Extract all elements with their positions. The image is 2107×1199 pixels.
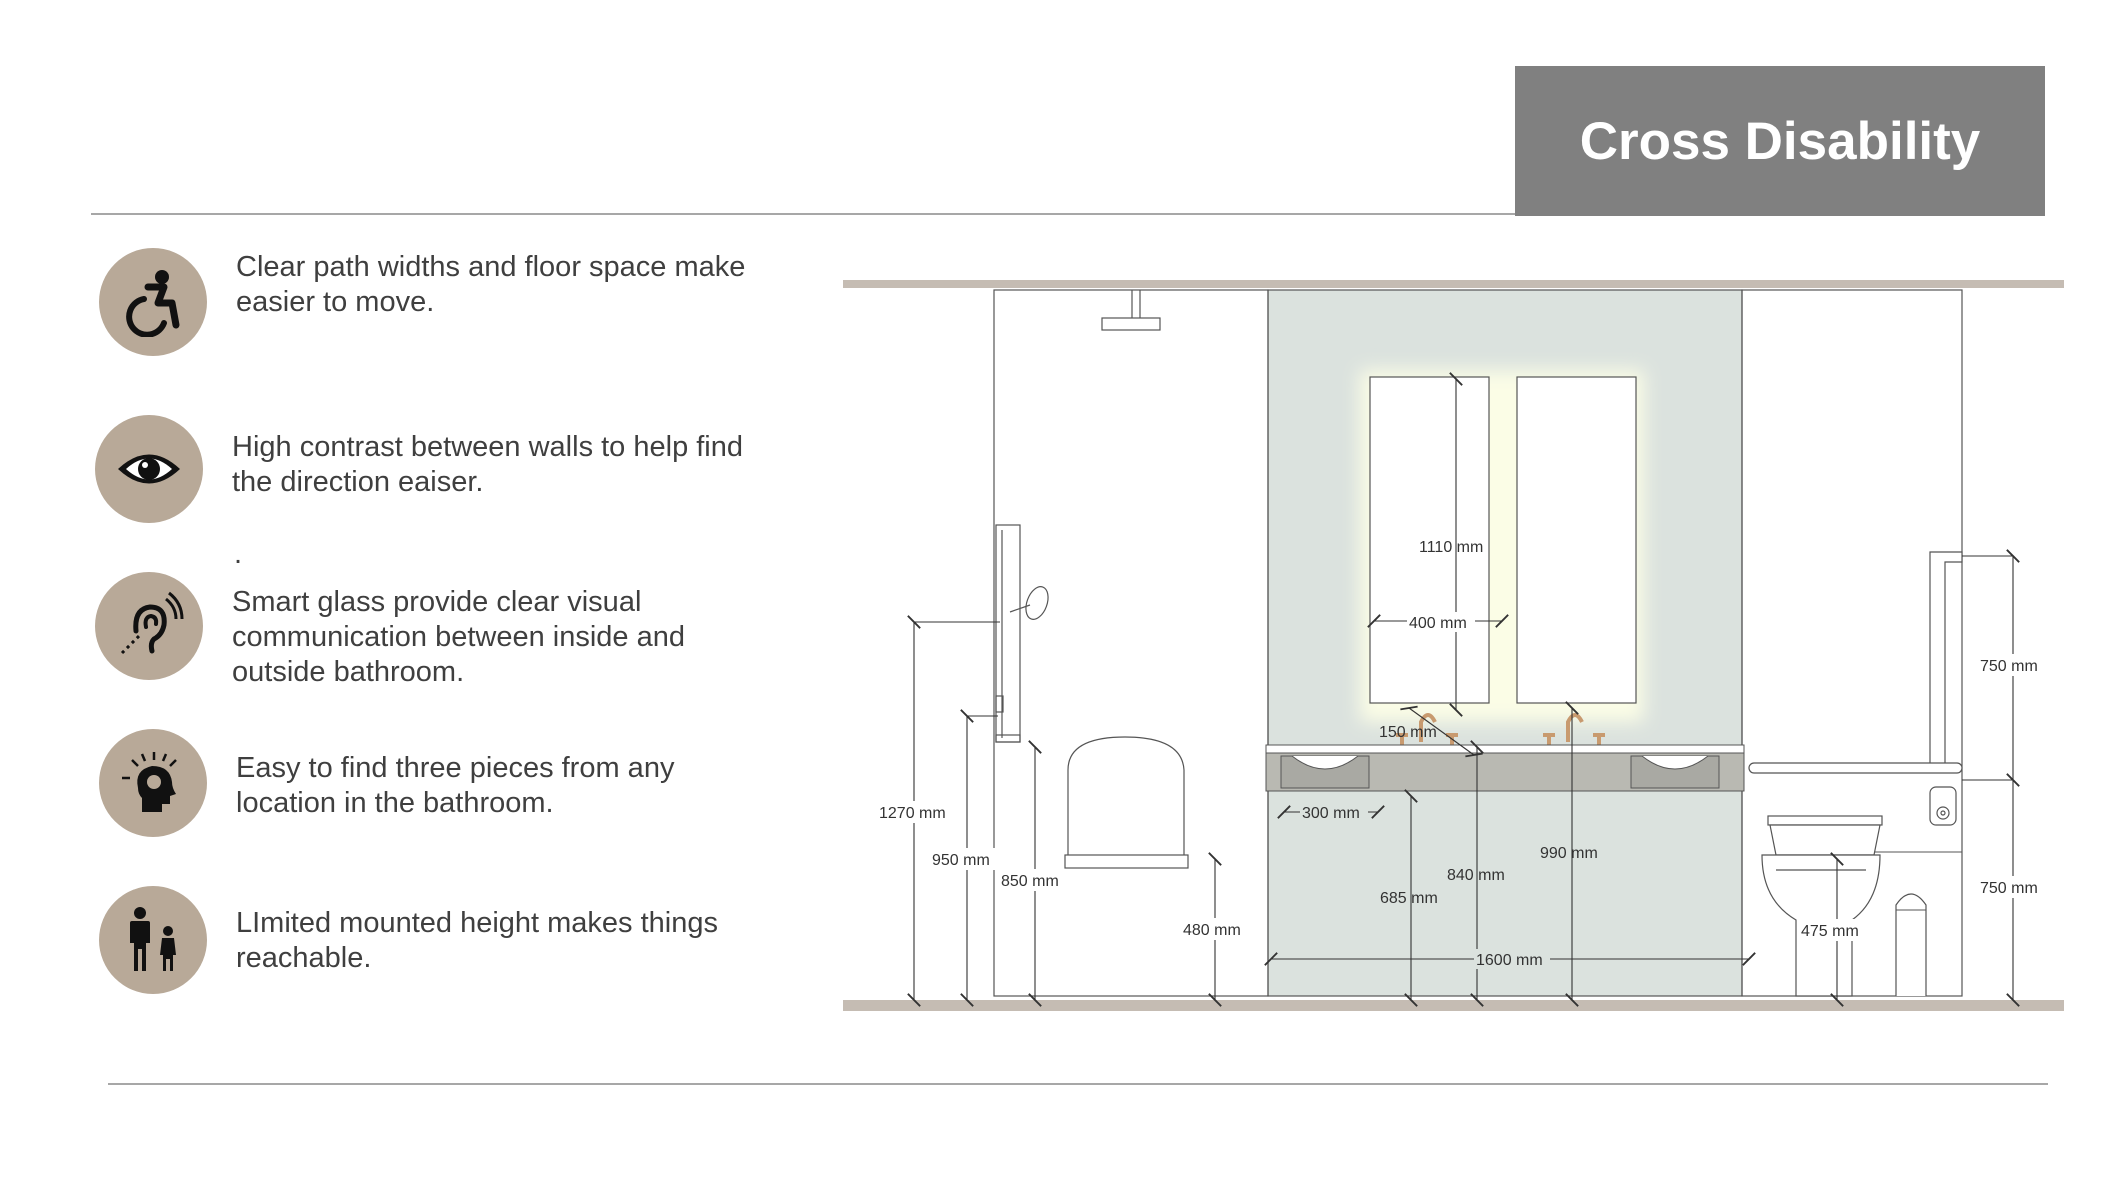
feature-text: Easy to find three pieces from any locat…	[236, 752, 675, 819]
dim-label-1600: 1600 mm	[1476, 952, 1543, 969]
left-wall	[993, 289, 1269, 997]
dim-label-1110: 1110 mm	[1419, 539, 1483, 556]
stray-mark: .	[234, 538, 243, 570]
feature-text: LImited mounted height makes things reac…	[236, 907, 718, 974]
wheelchair-icon	[99, 248, 207, 356]
shower-head	[1101, 290, 1161, 331]
head-idea-icon	[99, 729, 207, 837]
grab-bar-vertical	[1929, 551, 1963, 773]
grab-bar-horizontal	[1748, 762, 1963, 774]
feature-item-height: LImited mounted height makes things reac…	[99, 886, 776, 994]
shower-rail	[995, 524, 1049, 743]
dim-label-400: 400 mm	[1409, 615, 1467, 632]
dim-label-850: 850 mm	[1001, 873, 1059, 890]
bottom-divider	[108, 1083, 2048, 1085]
dim-label-300: 300 mm	[1302, 805, 1360, 822]
dim-label-950: 950 mm	[932, 852, 990, 869]
dim-label-840: 840 mm	[1447, 867, 1505, 884]
mirror-left	[1369, 376, 1490, 704]
feature-item-visual: Smart glass provide clear visual communi…	[95, 572, 772, 690]
ceiling-band	[843, 280, 2064, 288]
feature-text: Clear path widths and floor space make e…	[236, 251, 746, 318]
feature-item-mobility: Clear path widths and floor space make e…	[99, 248, 776, 356]
basin-left	[1291, 755, 1359, 770]
feature-item-contrast: High contrast between walls to help find…	[95, 415, 772, 523]
vanity-top	[1265, 744, 1745, 754]
adult-child-icon	[99, 886, 207, 994]
dim-label-480: 480 mm	[1183, 922, 1241, 939]
dim-label-750-lower: 750 mm	[1980, 880, 2038, 897]
floor-band	[843, 1000, 2064, 1011]
shower-seat-base	[1064, 854, 1189, 869]
feature-text: Smart glass provide clear visual communi…	[232, 586, 685, 688]
dim-label-750-upper: 750 mm	[1980, 658, 2038, 675]
page-title: Cross Disability	[1579, 111, 1981, 171]
dim-label-475: 475 mm	[1801, 923, 1859, 940]
mirror-right	[1516, 376, 1637, 704]
dim-label-1270: 1270 mm	[879, 805, 946, 822]
eye-icon	[95, 415, 203, 523]
toilet-paper-holder	[1929, 786, 1957, 826]
dim-label-990: 990 mm	[1540, 845, 1598, 862]
title-banner: Cross Disability	[1515, 66, 2045, 216]
dim-line-150	[1400, 705, 1483, 758]
feature-text: High contrast between walls to help find…	[232, 431, 744, 498]
top-divider	[91, 213, 1515, 215]
toilet	[1761, 815, 1883, 997]
dim-label-685: 685 mm	[1380, 890, 1438, 907]
dim-label-150: 150 mm	[1379, 724, 1437, 741]
hearing-icon	[95, 572, 203, 680]
feature-item-findability: Easy to find three pieces from any locat…	[99, 729, 776, 837]
basin-right	[1641, 755, 1709, 770]
shower-seat	[1067, 736, 1185, 855]
waste-bin	[1895, 893, 1927, 996]
